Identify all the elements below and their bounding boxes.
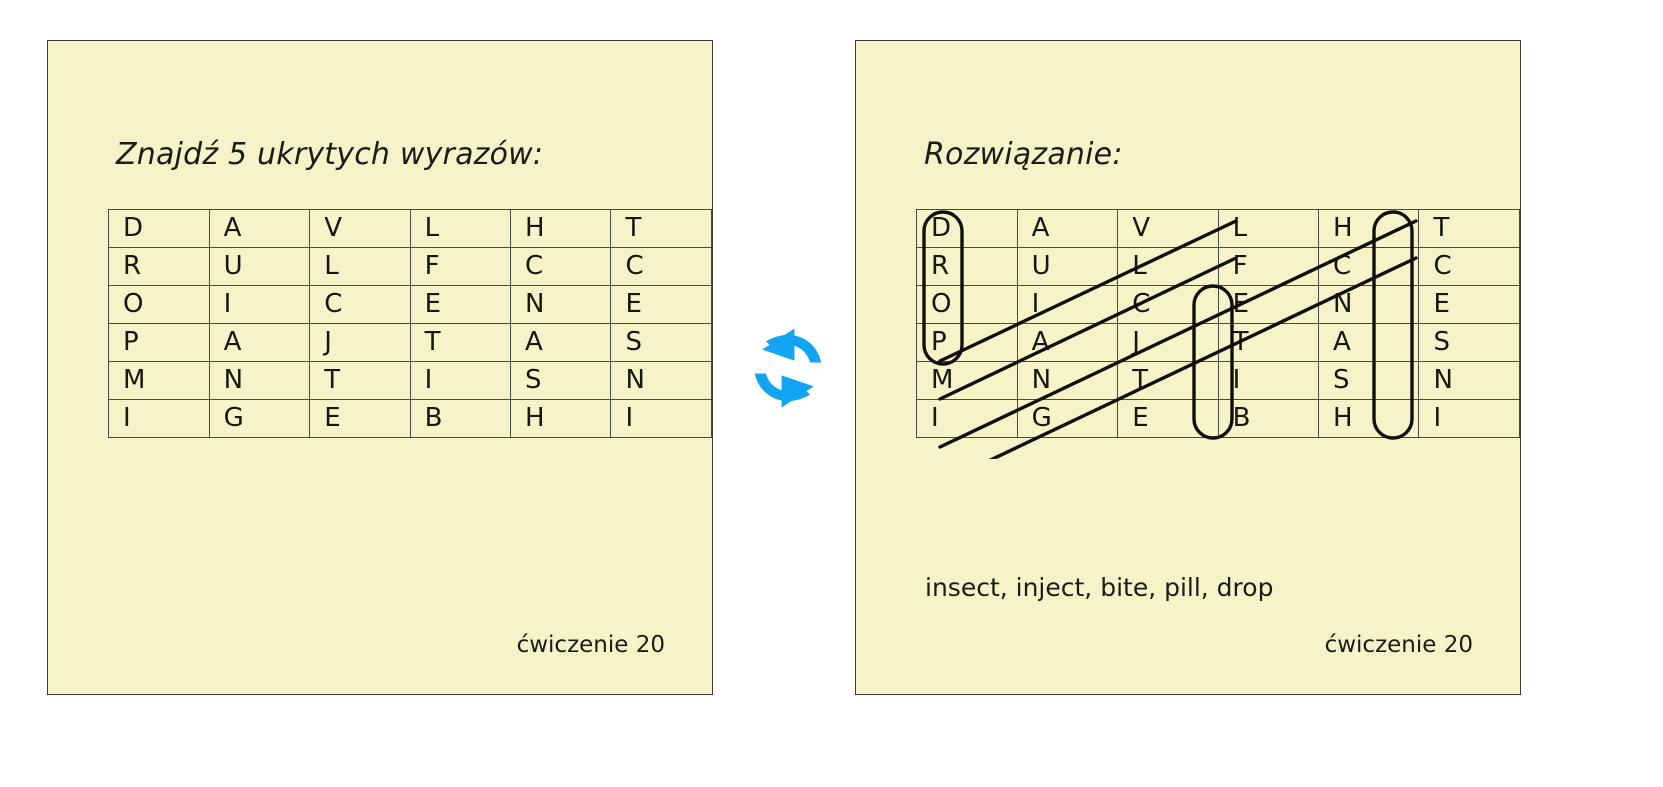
exercise-label-right: ćwiczenie 20 xyxy=(1324,632,1473,658)
grid-cell: R xyxy=(916,247,1018,286)
grid-cell: A xyxy=(509,323,612,362)
grid-cell: T xyxy=(610,209,712,248)
grid-cell: E xyxy=(1418,285,1520,324)
grid-cell: D xyxy=(916,209,1018,248)
grid-cell: S xyxy=(509,361,612,400)
grid-cell: I xyxy=(1418,399,1520,438)
grid-cell: L xyxy=(1217,209,1319,248)
grid-cell: F xyxy=(1217,247,1319,286)
grid-cell: I xyxy=(208,285,311,324)
refresh-icon[interactable] xyxy=(742,322,834,414)
exercise-label-left: ćwiczenie 20 xyxy=(516,632,665,658)
grid-cell: M xyxy=(108,361,210,400)
grid-cell: C xyxy=(1317,247,1420,286)
grid-cell: E xyxy=(610,285,712,324)
grid-cell: O xyxy=(108,285,210,324)
grid-cell: C xyxy=(309,285,411,324)
grid-cell: P xyxy=(916,323,1018,362)
grid-cell: V xyxy=(309,209,411,248)
grid-cell: A xyxy=(1317,323,1420,362)
grid-cell: U xyxy=(208,247,311,286)
grid-cell: E xyxy=(309,399,411,438)
grid-cell: H xyxy=(509,209,612,248)
grid-cell: T xyxy=(1217,323,1319,362)
grid-cell: I xyxy=(108,399,210,438)
grid-cell: J xyxy=(1117,323,1219,362)
grid-cell: G xyxy=(208,399,311,438)
grid-cell: T xyxy=(1117,361,1219,400)
grid-cell: E xyxy=(1217,285,1319,324)
grid-cell: L xyxy=(409,209,511,248)
grid-cell: T xyxy=(309,361,411,400)
grid-cell: C xyxy=(509,247,612,286)
grid-cell: C xyxy=(610,247,712,286)
grid-cell: N xyxy=(1317,285,1420,324)
grid-cell: G xyxy=(1016,399,1119,438)
grid-cell: S xyxy=(610,323,712,362)
grid-cell: A xyxy=(208,323,311,362)
grid-cell: N xyxy=(610,361,712,400)
grid-cell: L xyxy=(1117,247,1219,286)
grid-cell: A xyxy=(1016,209,1119,248)
grid-cell: N xyxy=(1418,361,1520,400)
grid-cell: N xyxy=(1016,361,1119,400)
grid-cell: C xyxy=(1117,285,1219,324)
grid-cell: R xyxy=(108,247,210,286)
grid-cell: T xyxy=(1418,209,1520,248)
grid-cell: B xyxy=(409,399,511,438)
grid-cell: A xyxy=(1016,323,1119,362)
grid-cell: T xyxy=(409,323,511,362)
grid-cell: I xyxy=(916,399,1018,438)
grid-cell: I xyxy=(409,361,511,400)
grid-cell: V xyxy=(1117,209,1219,248)
grid-cell: H xyxy=(1317,399,1420,438)
grid-cell: H xyxy=(1317,209,1420,248)
grid-cell: H xyxy=(509,399,612,438)
grid-cell: U xyxy=(1016,247,1119,286)
grid-cell: A xyxy=(208,209,311,248)
grid-cell: L xyxy=(309,247,411,286)
grid-cell: O xyxy=(916,285,1018,324)
page-title-right: Rozwiązanie: xyxy=(924,137,1123,172)
grid-cell: E xyxy=(409,285,511,324)
grid-cell: C xyxy=(1418,247,1520,286)
solution-word-list: insect, inject, bite, pill, drop xyxy=(925,573,1274,602)
grid-cell: J xyxy=(309,323,411,362)
grid-cell: F xyxy=(409,247,511,286)
grid-cell: I xyxy=(1217,361,1319,400)
grid-cell: I xyxy=(610,399,712,438)
page-title-left: Znajdź 5 ukrytych wyrazów: xyxy=(116,137,544,172)
grid-cell: E xyxy=(1117,399,1219,438)
grid-cell: P xyxy=(108,323,210,362)
grid-cell: D xyxy=(108,209,210,248)
grid-cell: B xyxy=(1217,399,1319,438)
grid-cell: M xyxy=(916,361,1018,400)
grid-cell: I xyxy=(1016,285,1119,324)
grid-cell: N xyxy=(509,285,612,324)
grid-cell: S xyxy=(1317,361,1420,400)
grid-cell: S xyxy=(1418,323,1520,362)
grid-cell: N xyxy=(208,361,311,400)
